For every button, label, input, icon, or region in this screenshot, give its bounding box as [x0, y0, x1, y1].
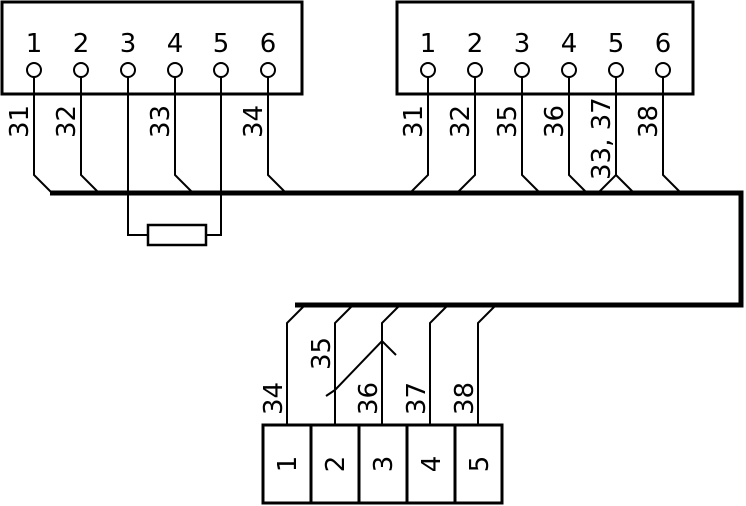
connector-b-pin-label: 2 [467, 29, 484, 59]
connector-b-pin-3[interactable] [514, 62, 530, 78]
connector-b-pin-5[interactable] [608, 62, 624, 78]
wire-t-2 [334, 304, 354, 425]
connector-a-pin-label: 5 [213, 29, 230, 59]
terminal-number: 3 [369, 456, 399, 473]
connector-b-pin-label: 3 [514, 29, 531, 59]
wire-label: 35 [493, 105, 523, 138]
wire-t-3 [381, 304, 401, 425]
wire-label: 36 [354, 382, 384, 415]
wire-b-6 [662, 77, 682, 194]
wire-label: 36 [540, 105, 570, 138]
connector-a-pin-label: 3 [120, 29, 137, 59]
resistor-icon [146, 223, 208, 247]
connector-b: 1 2 3 4 5 6 [395, 0, 695, 96]
connector-a-pin-6[interactable] [260, 62, 276, 78]
connector-a-pin-label: 1 [26, 29, 43, 59]
wire-label: 33 [146, 105, 176, 138]
connector-a-pin-1[interactable] [26, 62, 42, 78]
wire-label: 32 [446, 105, 476, 138]
connector-b-pin-1[interactable] [420, 62, 436, 78]
wire-b-5 [597, 77, 635, 194]
connector-a-pin-4[interactable] [167, 62, 183, 78]
wire-b-4 [568, 77, 588, 194]
terminal-block: 1 2 3 4 5 [261, 423, 504, 505]
wire-a-2 [80, 77, 100, 194]
wire-label: 34 [259, 382, 289, 415]
connector-b-pin-label: 4 [561, 29, 578, 59]
wire-label: 33, 37 [587, 97, 617, 180]
terminal-number: 2 [321, 456, 351, 473]
cable-harness [50, 190, 744, 308]
wire-a-6 [267, 77, 287, 194]
wire-a-1 [33, 77, 53, 194]
wire-label: 35 [307, 337, 337, 370]
wire-label: 37 [402, 382, 432, 415]
terminal-number: 4 [417, 456, 447, 473]
connector-b-pin-label: 6 [655, 29, 672, 59]
terminal-number: 1 [273, 456, 303, 473]
wire-label: 32 [52, 105, 82, 138]
wire-t-5 [477, 304, 497, 425]
connector-a: 1 2 3 4 5 6 [0, 0, 304, 96]
connector-a-pin-label: 4 [167, 29, 184, 59]
connector-b-pin-label: 5 [608, 29, 625, 59]
wire-t-1 [286, 304, 306, 425]
terminal-5[interactable] [453, 423, 504, 505]
wire-b-2 [456, 77, 476, 194]
wire-label: 31 [399, 105, 429, 138]
connector-a-pin-label: 6 [260, 29, 277, 59]
wire-a-4 [174, 77, 194, 194]
wire-label: 38 [450, 382, 480, 415]
terminal-number: 5 [465, 456, 495, 473]
wire-label: 34 [239, 105, 269, 138]
wire-a-3-to-5-bridge [127, 77, 222, 236]
connector-a-pin-3[interactable] [120, 62, 136, 78]
connector-b-pin-4[interactable] [561, 62, 577, 78]
wire-crossover-tick [325, 389, 336, 397]
wire-t-4 [429, 304, 449, 425]
wire-label: 38 [634, 105, 664, 138]
connector-a-pin-label: 2 [73, 29, 90, 59]
wire-label: 31 [5, 105, 35, 138]
connector-b-pin-label: 1 [420, 29, 437, 59]
wire-b-1 [409, 77, 429, 194]
connector-b-housing [395, 0, 695, 96]
connector-a-pin-5[interactable] [213, 62, 229, 78]
connector-a-housing [0, 0, 304, 96]
connector-a-pin-2[interactable] [73, 62, 89, 78]
connector-b-pin-6[interactable] [655, 62, 671, 78]
connector-b-pin-2[interactable] [467, 62, 483, 78]
wire-b-3 [521, 77, 541, 194]
wire-crossover-35-36 [334, 339, 397, 391]
